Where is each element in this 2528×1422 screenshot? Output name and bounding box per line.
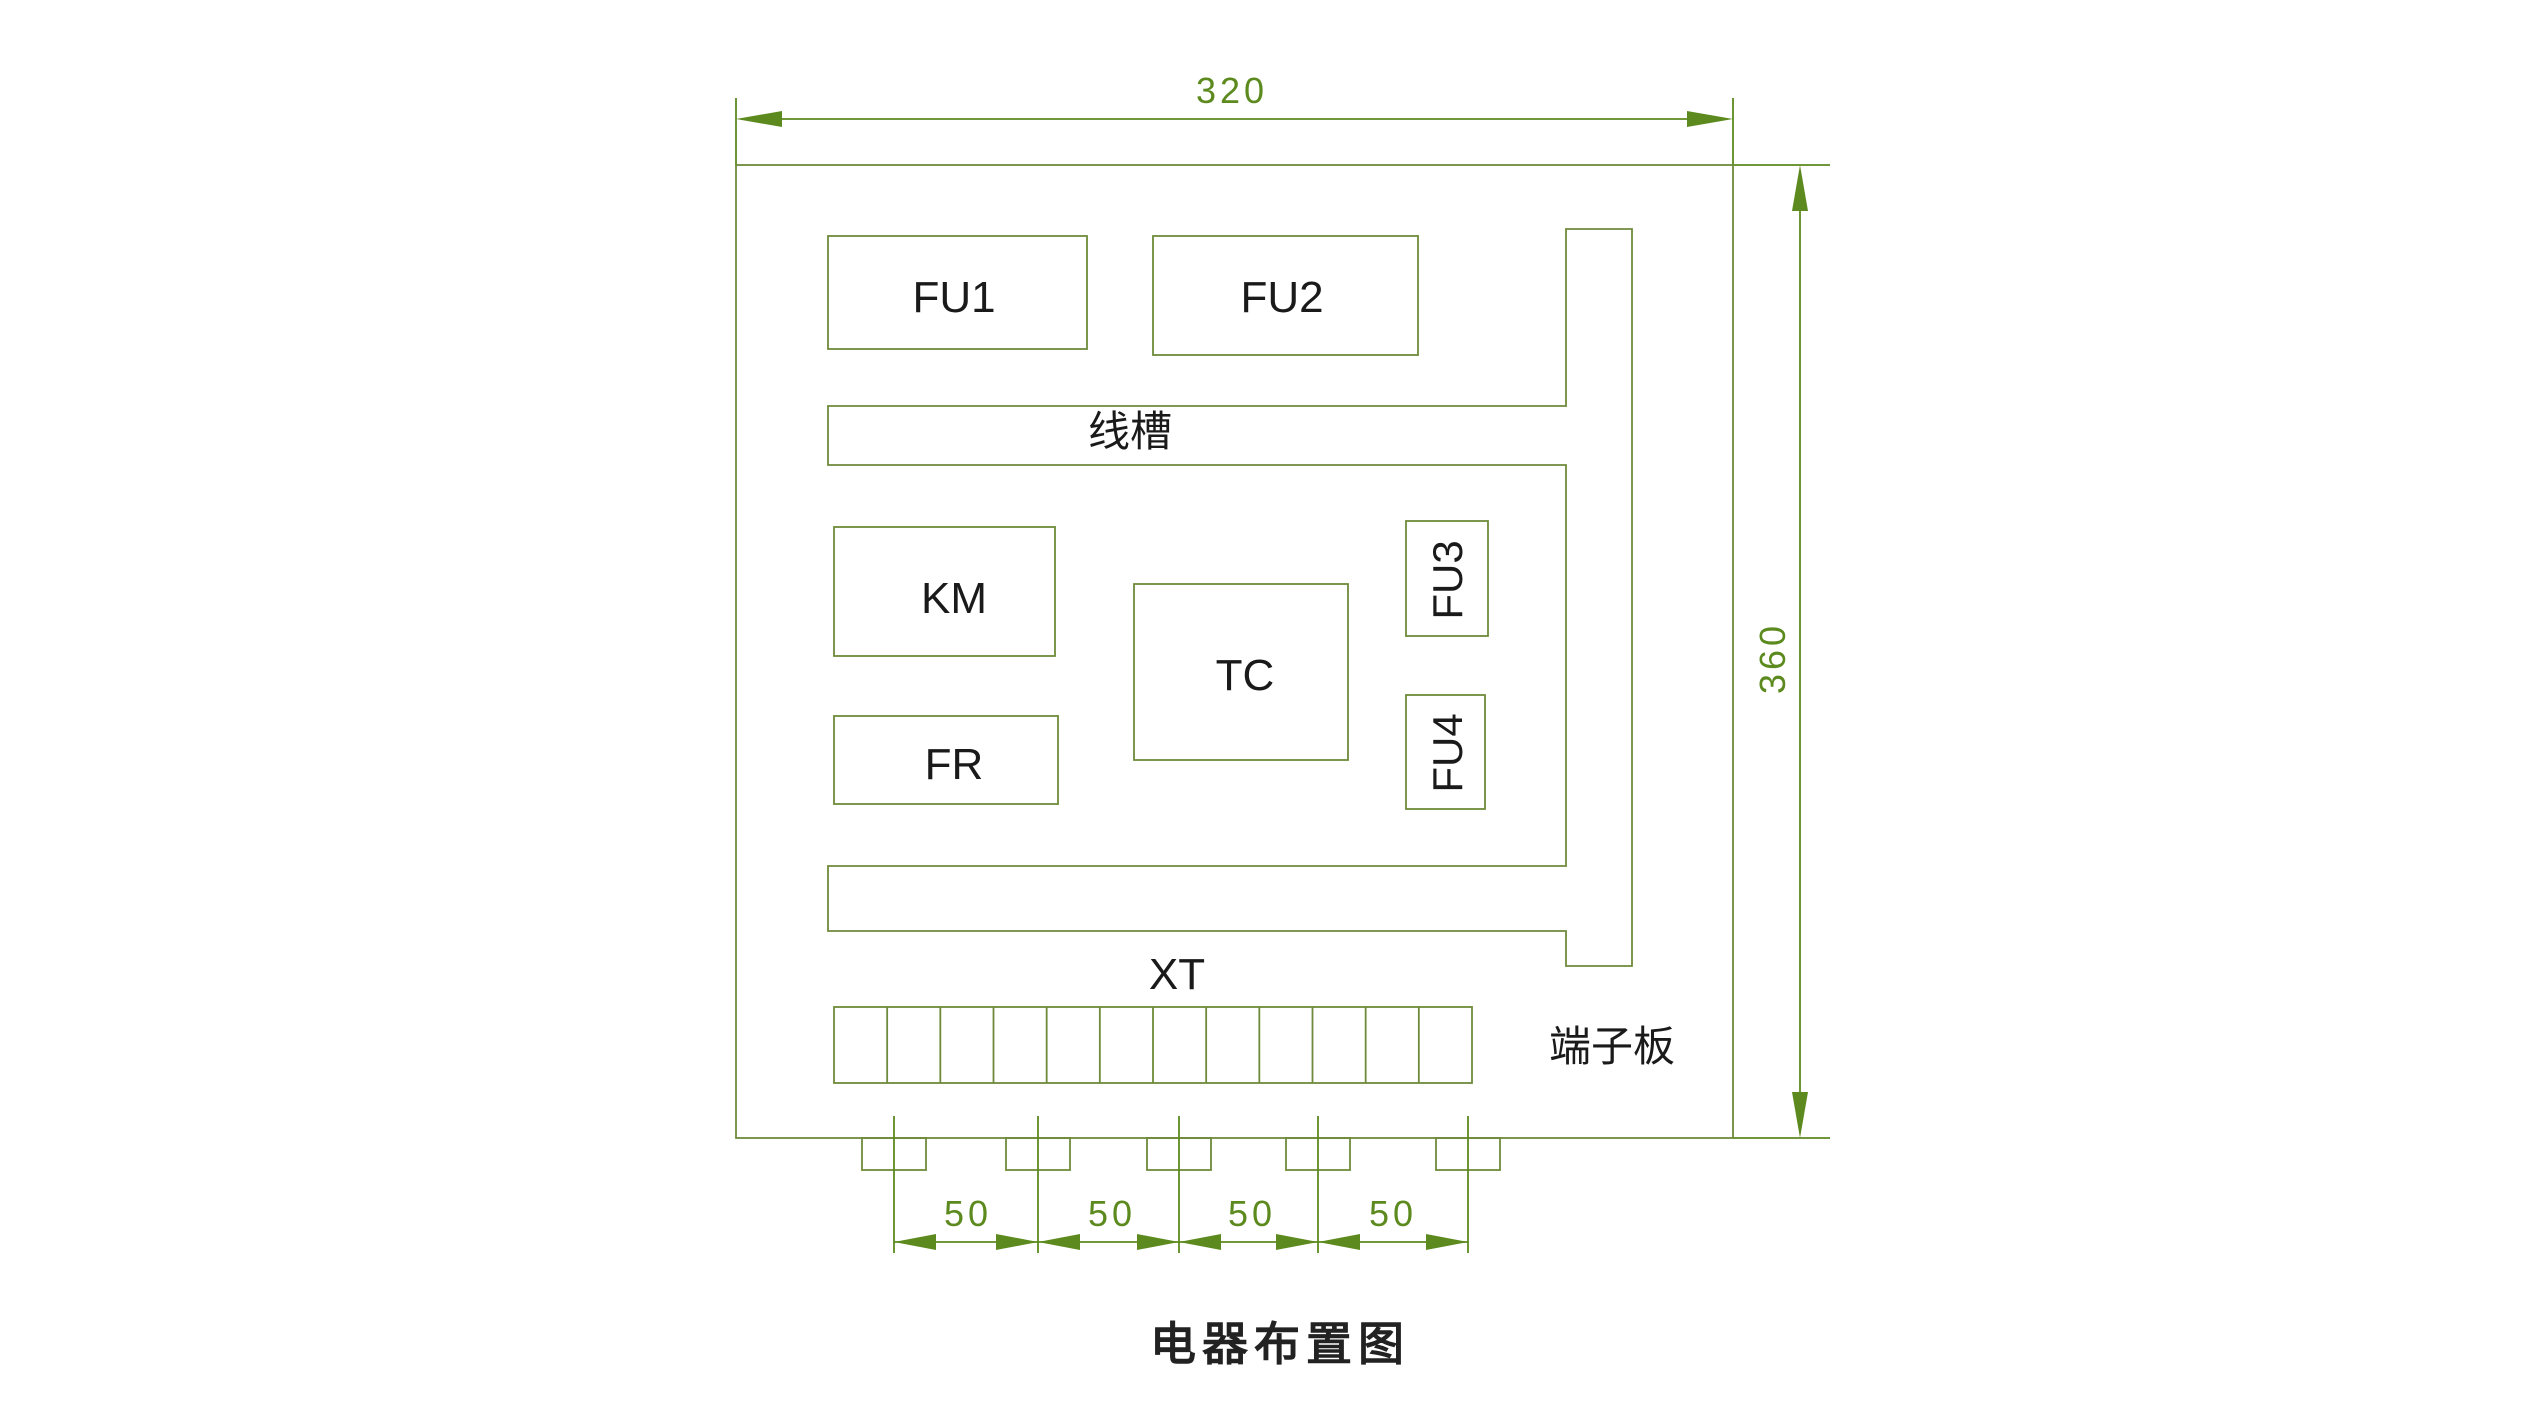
- xt-label: XT: [1149, 950, 1205, 999]
- spacing-label-1: 50: [944, 1193, 992, 1234]
- height-dimension: 360: [1733, 164, 1830, 1139]
- spacing-arrow: [1038, 1234, 1080, 1250]
- fu1-box: [827, 235, 1088, 350]
- width-dimension-label: 320: [1196, 70, 1268, 111]
- fu4-label: FU4: [1424, 713, 1471, 792]
- spacing-segment-1: 50: [894, 1193, 1038, 1250]
- fu4-box: [1405, 694, 1486, 810]
- spacing-dimensions: 50 50 50 50: [894, 1193, 1468, 1250]
- fu3-box: [1405, 520, 1489, 637]
- fr-box: [833, 715, 1059, 805]
- connector-2: [1005, 1116, 1071, 1253]
- wireway-trunking: [827, 228, 1633, 967]
- tc-box: [1133, 583, 1349, 761]
- connector-3: [1146, 1116, 1212, 1253]
- spacing-arrow: [996, 1234, 1038, 1250]
- tc-label: TC: [1216, 651, 1275, 700]
- spacing-label-2: 50: [1088, 1193, 1136, 1234]
- fu2-box: [1152, 235, 1419, 356]
- fu1-label: FU1: [912, 273, 995, 322]
- width-dimension: 320: [735, 70, 1734, 165]
- km-component: KM: [833, 526, 1056, 657]
- spacing-label-4: 50: [1369, 1193, 1417, 1234]
- connector-1: [861, 1116, 927, 1253]
- width-arrow-right: [1687, 111, 1733, 127]
- spacing-arrow: [1137, 1234, 1179, 1250]
- bottom-connectors: [861, 1116, 1501, 1253]
- height-dimension-label: 360: [1752, 622, 1793, 694]
- spacing-segment-3: 50: [1179, 1193, 1318, 1250]
- spacing-segment-4: 50: [1318, 1193, 1468, 1250]
- km-box: [833, 526, 1056, 657]
- fr-label: FR: [925, 740, 984, 789]
- tc-component: TC: [1133, 583, 1349, 761]
- diagram-title: 电器布置图: [1150, 1317, 1410, 1371]
- height-arrow-top: [1792, 165, 1808, 211]
- height-arrow-bottom: [1792, 1092, 1808, 1138]
- width-arrow-left: [736, 111, 782, 127]
- panel-outline: [735, 164, 1734, 1139]
- spacing-arrow: [1426, 1234, 1468, 1250]
- spacing-arrow: [1179, 1234, 1221, 1250]
- terminal-board-label: 端子板: [1549, 1022, 1675, 1071]
- fu3-component: FU3: [1405, 520, 1489, 637]
- connector-4: [1285, 1116, 1351, 1253]
- wireway-label: 线槽: [1088, 407, 1172, 456]
- spacing-segment-2: 50: [1038, 1193, 1179, 1250]
- fu2-component: FU2: [1152, 235, 1419, 356]
- km-label: KM: [921, 574, 987, 623]
- spacing-arrow: [1276, 1234, 1318, 1250]
- connector-5: [1435, 1116, 1501, 1253]
- spacing-arrow: [1318, 1234, 1360, 1250]
- fu1-component: FU1: [827, 235, 1088, 350]
- fu2-label: FU2: [1240, 273, 1323, 322]
- spacing-arrow: [894, 1234, 936, 1250]
- spacing-label-3: 50: [1228, 1193, 1276, 1234]
- fr-component: FR: [833, 715, 1059, 805]
- fu4-component: FU4: [1405, 694, 1486, 810]
- terminal-block: [833, 1006, 1473, 1084]
- fu3-label: FU3: [1424, 540, 1471, 619]
